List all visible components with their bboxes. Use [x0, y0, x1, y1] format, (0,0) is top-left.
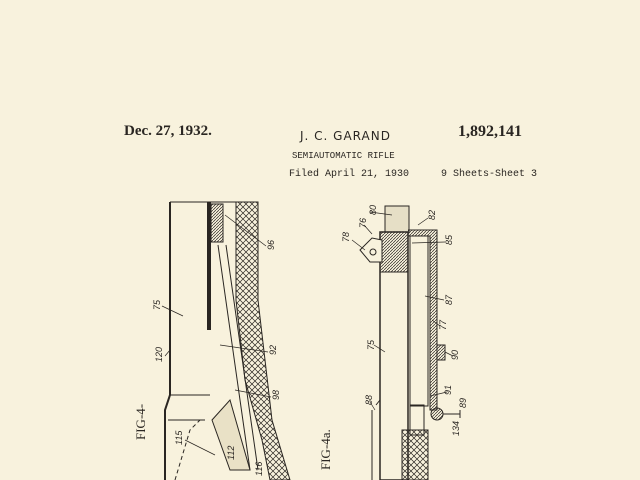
- ref-numeral: 88: [364, 395, 374, 405]
- patent-title: SEMIAUTOMATIC RIFLE: [292, 151, 395, 161]
- patent-date: Dec. 27, 1932.: [124, 123, 212, 139]
- ref-numeral: 80: [368, 205, 378, 215]
- ref-numeral: 116: [254, 462, 264, 476]
- ref-numeral: 134: [451, 421, 461, 436]
- inventor-name: J. C. GARAND: [300, 129, 391, 143]
- ref-numeral: 75: [366, 339, 376, 350]
- ref-numeral: 82: [427, 210, 437, 220]
- fig-label: FIG-4a.: [318, 429, 333, 470]
- sheet-count: 9 Sheets-Sheet 3: [441, 169, 538, 180]
- ref-numeral: 77: [438, 319, 448, 330]
- ref-numeral: 120: [154, 347, 164, 362]
- ref-numeral: 76: [358, 218, 368, 228]
- ref-numeral: 112: [226, 446, 236, 460]
- filed-date: Filed April 21, 1930: [289, 169, 410, 180]
- ref-numeral: 85: [444, 234, 454, 245]
- leader-lines: [161, 211, 454, 456]
- ref-numeral: 115: [174, 430, 184, 445]
- ref-numeral: 90: [450, 350, 460, 360]
- ref-numeral: 96: [266, 240, 276, 250]
- ref-numeral: 92: [268, 345, 278, 355]
- ref-numeral: 87: [444, 294, 454, 305]
- ref-numeral: 78: [341, 232, 351, 242]
- figure-4a: [359, 205, 461, 480]
- ref-numeral: 98: [271, 390, 281, 400]
- ref-numeral: 75: [152, 299, 162, 310]
- patent-number: 1,892,141: [458, 123, 522, 140]
- figure-4: [164, 201, 291, 480]
- ref-numeral: 89: [458, 398, 468, 408]
- ref-numeral: 91: [443, 385, 453, 395]
- fig-label: FIG-4-: [133, 404, 148, 440]
- reference-numerals: FIG-4- 96 75 120 92 98 115 112 116 FIG-4…: [133, 205, 468, 476]
